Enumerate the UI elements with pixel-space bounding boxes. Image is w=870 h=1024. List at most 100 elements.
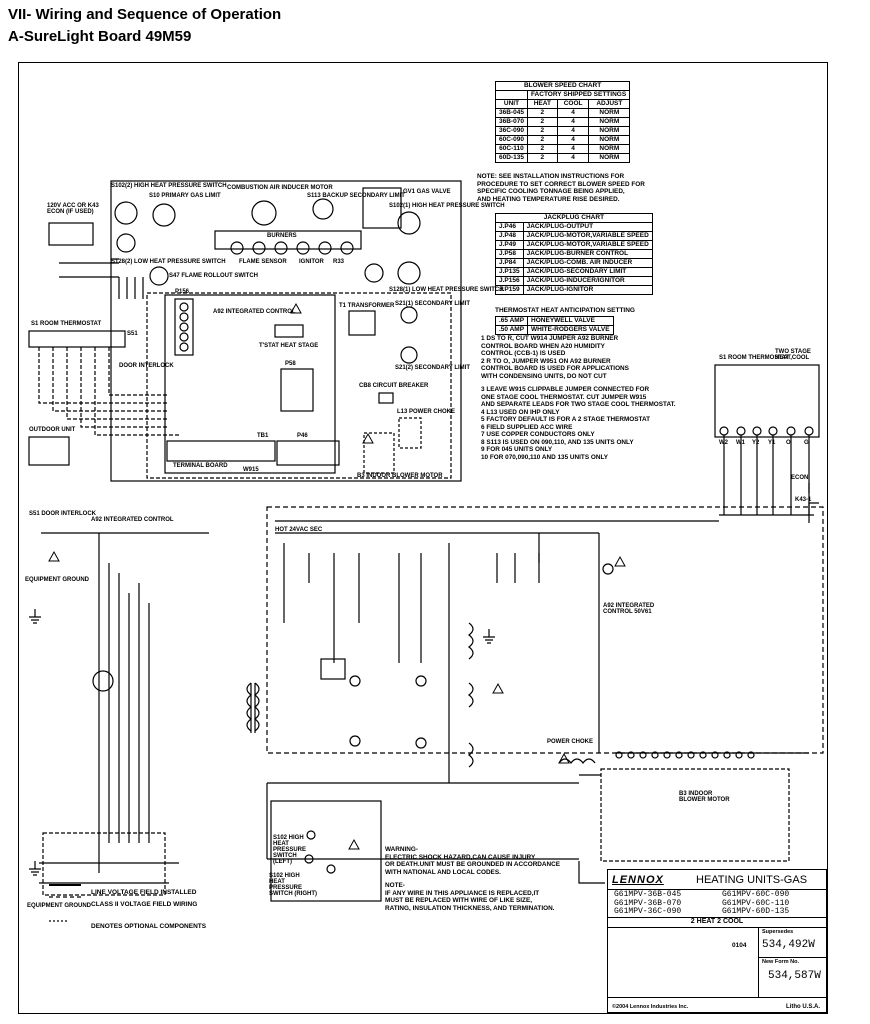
ground-icon bbox=[29, 609, 41, 624]
thermostat-terminals bbox=[719, 426, 814, 436]
burner-circles bbox=[230, 241, 354, 255]
stage-text: 2 HEAT 2 COOL bbox=[690, 918, 744, 925]
new-form-number: 534,587W bbox=[768, 970, 821, 982]
transformer-icon bbox=[348, 310, 376, 336]
label-s21-1: S21(1) SECONDARY LIMIT bbox=[395, 301, 471, 307]
ground-icon bbox=[483, 629, 495, 644]
outdoor-unit-box bbox=[28, 436, 70, 466]
blower-motor-box bbox=[363, 432, 395, 474]
thermostat-terminal-label: W1 bbox=[736, 440, 745, 446]
label-flame-sensor: FLAME SENSOR bbox=[239, 259, 287, 265]
warning-line: NOTE- bbox=[385, 882, 405, 889]
label-k43: K43-1 bbox=[795, 497, 812, 503]
blower-cell: 2 bbox=[526, 153, 558, 163]
label-r33: R33 bbox=[333, 259, 345, 265]
label-w915: W915 bbox=[243, 467, 259, 473]
w914-jumper bbox=[602, 563, 614, 575]
terminal-board bbox=[166, 440, 276, 462]
label-terminal-board: TERMINAL BOARD bbox=[173, 463, 228, 469]
supersedes-number: 534,492W bbox=[762, 939, 815, 951]
p46-terminals bbox=[615, 751, 755, 759]
note-line: 1 DS TO R, CUT W914 JUMPER A92 BURNER bbox=[481, 335, 619, 342]
gas-valve-icon bbox=[362, 187, 402, 229]
pressure-switch-icon bbox=[397, 261, 421, 285]
blower-cell: 60D-135 bbox=[495, 153, 528, 163]
pressure-switch-icon bbox=[114, 201, 138, 225]
note-line: 10 FOR 070,090,110 AND 135 UNITS ONLY bbox=[481, 453, 609, 461]
label-p58: P58 bbox=[285, 361, 296, 367]
note-line: 9 FOR 045 UNITS ONLY bbox=[481, 446, 553, 453]
label-s102-left: S102 HIGH HEAT PRESSURE SWITCH (LEFT) bbox=[273, 835, 307, 865]
circuit-breaker-icon bbox=[378, 392, 394, 404]
thermostat-terminal-label: Y2 bbox=[752, 440, 760, 446]
wiring-diagram-sheet: BLOWER SPEED CHART FACTORY SHIPPED SETTI… bbox=[18, 62, 828, 1014]
warning-line: WARNING- bbox=[385, 846, 419, 853]
label-acc: 120V ACC OR K43 ECON (IF USED) bbox=[47, 203, 99, 215]
label-ignitor: IGNITOR bbox=[299, 259, 324, 265]
litho: Litho U.S.A. bbox=[786, 1004, 820, 1010]
schematic-svg bbox=[28, 180, 824, 922]
notes-list: 1 DS TO R, CUT W914 JUMPER A92 BURNER CO… bbox=[481, 335, 721, 461]
label-equip-ground: EQUIPMENT GROUND bbox=[25, 577, 90, 583]
label-two-stage: TWO STAGE HEAT,COOL bbox=[775, 349, 811, 361]
blower-speed-chart: BLOWER SPEED CHART FACTORY SHIPPED SETTI… bbox=[494, 81, 631, 163]
label-s21-2: S21(2) SECONDARY LIMIT bbox=[395, 365, 471, 371]
warning-line: RATING, INSULATION THICKNESS, AND TERMIN… bbox=[385, 904, 555, 912]
label-b3-lower: B3 INDOOR BLOWER MOTOR bbox=[679, 791, 730, 803]
warning-line: WITH NATIONAL AND LOCAL CODES. bbox=[385, 868, 501, 876]
label-tb1: TB1 bbox=[257, 433, 269, 439]
note-line: AND SEPARATE LEADS FOR TWO STAGE COOL TH… bbox=[481, 401, 676, 408]
label-econ: ECON bbox=[791, 475, 809, 481]
gas-valve-lower bbox=[320, 658, 346, 680]
label-l13: L13 POWER CHOKE bbox=[397, 409, 456, 415]
rollout-switch-icon bbox=[149, 266, 169, 286]
thermostat-terminal-label: W2 bbox=[719, 440, 728, 446]
legend-optional: DENOTES OPTIONAL COMPONENTS bbox=[91, 923, 207, 930]
page-title: VII- Wiring and Sequence of Operation bbox=[8, 6, 282, 23]
label-equip-ground-2: EQUIPMENT GROUND bbox=[27, 903, 92, 909]
transformer-coil bbox=[246, 682, 260, 733]
ground-icon bbox=[29, 861, 41, 876]
title-heading: HEATING UNITS-GAS bbox=[696, 874, 808, 886]
warning-line: ELECTRIC SHOCK HAZARD,CAN CAUSE INJURY bbox=[385, 853, 536, 861]
label-s102-2: S102(2) HIGH HEAT PRESSURE SWITCH bbox=[111, 183, 227, 189]
b3-blower-box bbox=[600, 768, 790, 862]
label-a92-lower: A92 INTEGRATED CONTROL bbox=[91, 517, 174, 523]
burner-strip bbox=[214, 230, 362, 250]
label-s128-1: S128(1) LOW HEAT PRESSURE SWITCH bbox=[389, 287, 504, 293]
warning-line: OR DEATH.UNIT MUST BE GROUNDED IN ACCORD… bbox=[385, 861, 561, 868]
legend: LINE VOLTAGE FIELD INSTALLED CLASS II VO… bbox=[91, 887, 206, 933]
pressure-switch-icon bbox=[116, 233, 136, 253]
control-box bbox=[146, 292, 452, 479]
label-b3: B3 INDOOR BLOWER MOTOR bbox=[357, 473, 443, 479]
label-tstat-stage: T'STAT HEAT STAGE bbox=[259, 343, 319, 349]
legend-class2: CLASS II VOLTAGE FIELD WIRING bbox=[91, 901, 198, 908]
inducer-motor-icon bbox=[92, 670, 114, 692]
warning-text: WARNING-ELECTRIC SHOCK HAZARD,CAN CAUSE … bbox=[385, 846, 615, 912]
label-s102-1: S102(1) HIGH HEAT PRESSURE SWITCH bbox=[389, 203, 505, 209]
note-line: CONTROL (CCB-1) IS USED bbox=[481, 350, 566, 357]
warning-line: IF ANY WIRE IN THIS APPLIANCE IS REPLACE… bbox=[385, 889, 540, 897]
date-code: 0104 bbox=[732, 942, 747, 949]
gas-limit-icon bbox=[152, 203, 176, 227]
label-burners: BURNERS bbox=[267, 233, 297, 239]
label-s113: S113 BACKUP SECONDARY LIMIT bbox=[307, 193, 405, 199]
a92-line-section bbox=[42, 832, 166, 896]
label-p46: P46 bbox=[297, 433, 308, 439]
jackplug-cell: JACK/PLUG-IGNITOR bbox=[522, 285, 653, 295]
label-s51: S51 bbox=[127, 331, 138, 337]
note-line: 7 USE COPPER CONDUCTORS ONLY bbox=[481, 431, 595, 438]
blower-cell: NORM bbox=[588, 153, 631, 163]
label-cb8: CB8 CIRCUIT BREAKER bbox=[359, 383, 429, 389]
acc-terminal bbox=[48, 222, 94, 246]
label-hot: HOT 24VAC SEC bbox=[275, 527, 323, 533]
label-s47: S47 FLAME ROLLOUT SWITCH bbox=[169, 273, 258, 279]
s102-inset bbox=[270, 800, 382, 902]
note-line: 2 R TO O, JUMPER W951 ON A92 BURNER bbox=[481, 357, 611, 365]
label-gv1: GV1 GAS VALVE bbox=[403, 189, 451, 195]
rollout-switch-icon bbox=[364, 263, 384, 283]
